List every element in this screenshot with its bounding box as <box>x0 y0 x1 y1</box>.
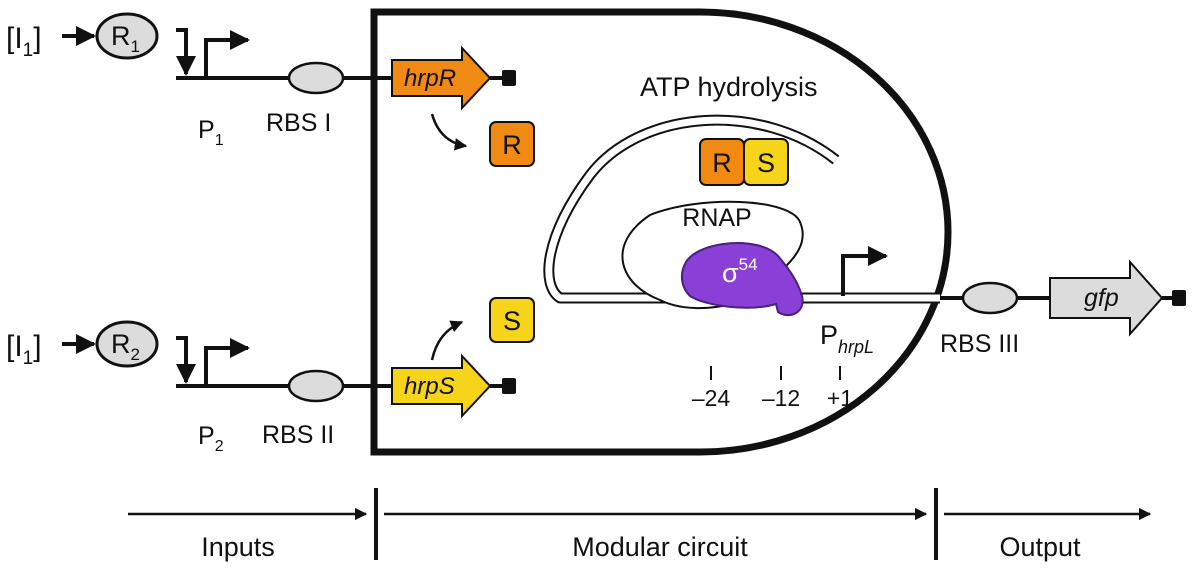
input-bottom: [I1] R2 P2 RBS II hrpS S <box>6 297 535 455</box>
gene-hrpR-shape <box>391 45 492 111</box>
rbs-bottom-label: RBS II <box>262 421 334 449</box>
rbs-output-shape <box>961 281 1019 315</box>
gene-hrpS-label: hrpS <box>404 373 455 400</box>
rbs-top-shape <box>287 61 345 95</box>
protein-S-box <box>489 297 535 343</box>
regulator-bottom-label: R2 <box>111 329 140 364</box>
circuit-housing <box>370 8 952 456</box>
complex-S-box <box>743 138 789 186</box>
tick-label: –12 <box>762 385 800 411</box>
repression-bottom-arrow <box>176 336 196 384</box>
terminator-bottom <box>502 378 516 394</box>
inducer-bottom-label: [I1] <box>6 330 42 369</box>
protein-R-box <box>489 121 535 167</box>
inducer-top-label: [I1] <box>6 22 42 61</box>
gene-gfp-label: gfp <box>1084 284 1119 312</box>
rbs-output-label: RBS III <box>940 330 1019 358</box>
rbs-top-label: RBS I <box>266 109 331 137</box>
section-inputs-label: Inputs <box>201 532 275 562</box>
translation-R-arrow <box>430 113 468 151</box>
activation-mechanism: ATP hydrolysis RNAP σ54 R S PhrpL –24 –1… <box>543 72 940 411</box>
atp-label: ATP hydrolysis <box>640 72 818 102</box>
repression-top-arrow <box>176 28 196 76</box>
gene-hrpS-shape <box>391 353 492 419</box>
translation-S-arrow <box>430 320 464 361</box>
section-circuit-label: Modular circuit <box>572 532 748 562</box>
terminator-output <box>1172 290 1186 306</box>
promoter-top-label: P1 <box>198 116 224 149</box>
output: RBS III gfp <box>940 259 1186 358</box>
promoter-bottom-arrow <box>204 338 250 386</box>
regulator-bottom-node <box>95 320 159 368</box>
sigma54-label: σ54 <box>722 255 758 288</box>
complex-S-label: S <box>757 148 775 178</box>
protein-R-label: R <box>502 130 522 160</box>
promoter-bottom-label: P2 <box>198 422 224 455</box>
tick-label: –24 <box>692 385 731 411</box>
regulator-top-node <box>95 12 159 60</box>
complex-R-label: R <box>712 148 732 178</box>
input-top: [I1] R1 P1 RBS I hrpR R <box>6 12 535 167</box>
rbs-bottom-shape <box>287 369 345 403</box>
rnap-label: RNAP <box>682 204 751 232</box>
gene-gfp-shape <box>1049 259 1164 337</box>
dna-loop-fill <box>545 116 940 302</box>
section-output-label: Output <box>999 532 1081 562</box>
tick-label: +1 <box>827 385 853 411</box>
promoter-top-arrow <box>204 30 250 78</box>
sigma54-shape <box>680 242 804 317</box>
promoter-hrpL-arrow <box>841 246 888 296</box>
regulator-top-label: R1 <box>111 21 140 56</box>
gene-hrpR-label: hrpR <box>404 65 456 92</box>
promoter-hrpL-label: PhrpL <box>820 320 874 357</box>
section-axis: Inputs Modular circuit Output <box>128 488 1152 562</box>
terminator-top <box>502 70 516 86</box>
protein-S-label: S <box>503 306 521 336</box>
